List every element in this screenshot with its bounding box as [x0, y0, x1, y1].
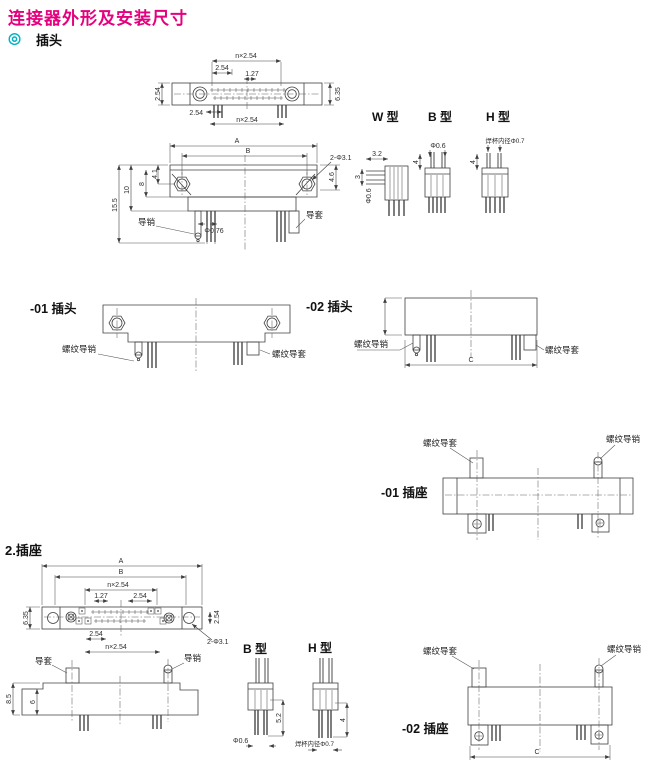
type-b-label: B 型 — [428, 110, 453, 124]
dim-holes-socket: 2-Φ3.1 — [207, 639, 229, 646]
dim-10: 10 — [124, 186, 131, 194]
variant-plug02-label: -02 插头 — [306, 300, 353, 314]
solder-cup-label-bottom: 焊杯内径Φ0.7 — [295, 739, 334, 748]
variant-plug01-label: -01 插头 — [30, 302, 77, 316]
dim-w-phi06: Φ0.6 — [366, 188, 373, 203]
dim-w3: 3 — [355, 175, 362, 179]
dim-635-right: 6.35 — [335, 87, 342, 101]
type-h2-label: H 型 — [308, 641, 333, 655]
contact-types-bottom: 5.2 Φ0.6 4 焊杯内径Φ0.7 — [233, 658, 349, 752]
threaded-guide-sleeve-callout-p02: 螺纹导套 — [545, 345, 580, 355]
threaded-guide-pin-callout-p02: 螺纹导销 — [354, 339, 389, 349]
dim-a-plug: A — [235, 138, 240, 145]
socket-02-view: 螺纹导套 螺纹导销 C — [423, 644, 642, 760]
dim-halfpitch-top: 1.27 — [245, 71, 259, 78]
dim-b-h4: 4 — [413, 160, 420, 164]
guide-pin-callout-socket: 导销 — [184, 653, 202, 663]
dim-npitch-top: n×2.54 — [235, 53, 257, 60]
dim-holes-plug: 2-Φ3.1 — [330, 155, 352, 162]
dim-pitch-top: 2.54 — [215, 65, 229, 72]
dim-635-socket: 6.35 — [23, 611, 30, 625]
plug-front-view: n×2.54 2.54 1.27 2.54 n×2.54 2.54 6.35 — [155, 53, 342, 126]
plug-02-view: 螺纹导销 螺纹导套 C — [354, 290, 580, 368]
dim-c-socket02: C — [534, 749, 539, 756]
contact-types-top: 3.2 3 Φ0.6 Φ0.6 4 焊杯内径Φ0.7 4 — [355, 136, 525, 216]
dim-46: 4.6 — [329, 172, 336, 182]
variant-socket02-label: -02 插座 — [402, 722, 449, 736]
dim-52: 5.2 — [276, 713, 283, 723]
section-socket-heading: 2.插座 — [5, 543, 42, 558]
dim-phi06-bottom: Φ0.6 — [233, 738, 248, 745]
variant-socket01-label: -01 插座 — [381, 486, 428, 500]
dim-h4-bottom: 4 — [340, 718, 347, 722]
socket-01-view: 螺纹导套 螺纹导销 — [423, 434, 641, 540]
dim-85: 8.5 — [6, 694, 13, 704]
threaded-guide-sleeve-callout-s02: 螺纹导套 — [423, 646, 458, 656]
dim-6: 6 — [30, 700, 37, 704]
dim-w32: 3.2 — [372, 151, 382, 158]
threaded-guide-pin-callout-s01: 螺纹导销 — [606, 434, 641, 444]
section-bullet-icon: ◎ — [8, 30, 22, 47]
page-title: 连接器外形及安装尺寸 — [8, 9, 188, 28]
dim-h-h4: 4 — [470, 160, 477, 164]
dim-b-plug: B — [246, 148, 251, 155]
dim-076: Φ0.76 — [204, 228, 223, 235]
socket-front-view: A B n×2.54 1.27 2.54 6.35 2.54 2.54 n×2.… — [23, 558, 229, 654]
guide-sleeve-callout-socket: 导套 — [35, 656, 53, 666]
threaded-guide-pin-callout-s02: 螺纹导销 — [607, 644, 642, 654]
guide-pin-callout: 导销 — [138, 217, 156, 227]
type-b2-label: B 型 — [243, 642, 268, 656]
dim-halfpitch-socket: 1.27 — [94, 593, 108, 600]
dim-pitch-socket-bottom: 2.54 — [89, 631, 103, 638]
plug-01-view: 螺纹导销 螺纹导套 — [62, 298, 307, 372]
dim-pitch-socket-top: 2.54 — [133, 593, 147, 600]
plug-side-view: A B 15.5 10 8 4.1 2-Φ3.1 4.6 导销 Φ0.76 导套 — [112, 138, 352, 250]
dim-pitch-left: 2.54 — [155, 87, 162, 101]
guide-sleeve-callout: 导套 — [306, 210, 324, 220]
dim-b-phi06: Φ0.6 — [430, 143, 445, 150]
dim-8: 8 — [139, 182, 146, 186]
dim-155: 15.5 — [112, 198, 119, 212]
dim-41: 4.1 — [152, 169, 159, 179]
dim-npitch-socket-top: n×2.54 — [107, 582, 129, 589]
section-plug-heading: 插头 — [36, 33, 63, 48]
solder-cup-label-top: 焊杯内径Φ0.7 — [486, 136, 525, 145]
type-w-label: W 型 — [372, 110, 399, 124]
dim-c-plug02: C — [468, 357, 473, 364]
dim-npitch-socket-bottom: n×2.54 — [105, 644, 127, 651]
dim-pitch-socket-right: 2.54 — [214, 610, 221, 624]
threaded-guide-sleeve-callout-s01: 螺纹导套 — [423, 438, 458, 448]
socket-side-view: 8.5 6 导套 导销 — [6, 653, 202, 731]
dim-b-socket: B — [119, 569, 124, 576]
type-h-label: H 型 — [486, 110, 511, 124]
threaded-guide-pin-callout-p01: 螺纹导销 — [62, 344, 97, 354]
dim-a-socket: A — [119, 558, 124, 565]
threaded-guide-sleeve-callout-p01: 螺纹导套 — [272, 349, 307, 359]
dim-pitch-bottom: 2.54 — [189, 110, 203, 117]
dim-npitch-bottom: n×2.54 — [236, 117, 258, 124]
